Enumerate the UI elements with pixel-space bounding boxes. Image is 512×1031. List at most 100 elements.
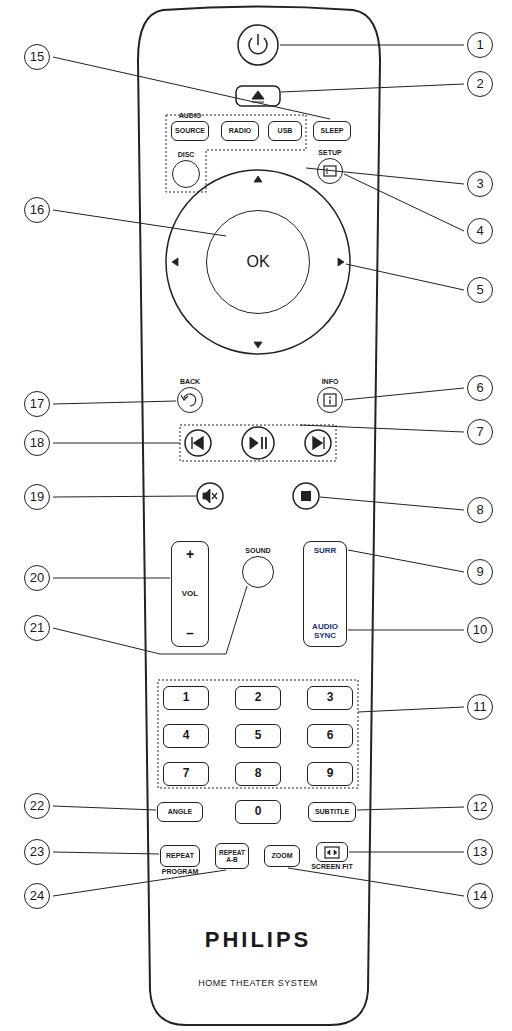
button-label: DISC (178, 151, 195, 159)
callout-circle: 17 (24, 391, 50, 417)
callout-circle: 1 (467, 32, 493, 58)
button-label: INFO (322, 378, 339, 386)
power-button (238, 25, 278, 65)
button: SCREEN FIT (316, 842, 348, 862)
button-label: 6 (327, 729, 334, 742)
leader-line (53, 57, 330, 119)
round-button: OK (206, 210, 310, 314)
next-icon (313, 437, 324, 449)
back-icon (181, 395, 188, 400)
button-label: 8 (255, 767, 262, 780)
leader-line (53, 578, 170, 579)
button: SURRAUDIO SYNC (303, 541, 347, 647)
button-label: OK (246, 253, 269, 271)
callout-number: 3 (476, 177, 483, 191)
mute-icon (203, 489, 210, 503)
callout-number: 22 (30, 799, 44, 813)
callout-number: 2 (476, 77, 483, 91)
button: 4 (163, 724, 209, 748)
prev-icon (192, 437, 203, 449)
pause-icon (262, 437, 266, 449)
button-label: SCREEN FIT (311, 863, 353, 871)
callout-number: 1 (476, 38, 483, 52)
button: AUDIOSOURCE (171, 121, 209, 141)
button-label: 2 (255, 691, 262, 704)
stop-button (293, 483, 319, 509)
button-label: RADIO (229, 127, 252, 135)
setup-icon (327, 168, 328, 174)
callout-circle: 7 (467, 419, 493, 445)
round-button: BACK (177, 387, 203, 413)
callout-number: 16 (30, 203, 44, 217)
button-label: 3 (327, 691, 334, 704)
callout-circle: 10 (467, 617, 493, 643)
callout-number: 12 (473, 800, 487, 814)
leader-line (346, 264, 464, 290)
button-label: 0 (255, 805, 262, 818)
callout-circle: 18 (24, 430, 50, 456)
leader-line (53, 586, 247, 654)
button: 6 (307, 724, 353, 748)
callout-number: 14 (473, 889, 487, 903)
button: USB (268, 121, 302, 141)
info-icon (329, 400, 330, 405)
callout-number: 6 (476, 381, 483, 395)
button-label: USB (278, 127, 293, 135)
power-icon (257, 34, 259, 45)
callout-number: 23 (30, 845, 44, 859)
callout-circle: 9 (467, 559, 493, 585)
button: +VOL– (171, 541, 209, 647)
callout-circle: 5 (467, 277, 493, 303)
screen-fit-icon (327, 850, 337, 855)
button: ANGLE (157, 802, 203, 822)
brand-name: PHILIPS (205, 928, 312, 952)
round-button: INFO (317, 387, 343, 413)
button-label: ZOOM (272, 852, 293, 860)
callout-number: 17 (30, 397, 44, 411)
leader-line (349, 852, 464, 853)
leader-line (53, 496, 196, 497)
play-pause-button (242, 427, 274, 459)
leader-line (358, 707, 464, 712)
nav-arrows (172, 176, 344, 348)
callout-circle: 12 (467, 794, 493, 820)
leader-line (53, 870, 226, 896)
button-label: 9 (327, 767, 334, 780)
button: 1 (163, 686, 209, 710)
product-name: HOME THEATER SYSTEM (198, 979, 318, 989)
callout-number: 11 (473, 700, 487, 714)
leader-line (53, 443, 180, 444)
button: SLEEP (313, 121, 351, 141)
mute-icon (212, 493, 217, 499)
callout-circle: 2 (467, 71, 493, 97)
button-label: SETUP (318, 149, 341, 157)
callout-circle: 6 (467, 375, 493, 401)
leader-line (348, 630, 464, 631)
leader-line (53, 852, 159, 854)
button-label: AUDIO (179, 112, 202, 120)
stop-icon (301, 491, 311, 501)
callout-circle: 16 (24, 197, 50, 223)
button: SUBTITLE (308, 802, 356, 822)
callout-number: 13 (473, 845, 487, 859)
button-label: 7 (183, 767, 190, 780)
button-label: BACK (180, 378, 200, 386)
callout-circle: 8 (467, 497, 493, 523)
leader-line (306, 168, 464, 184)
callout-number: 18 (30, 436, 44, 450)
remote-outline (138, 7, 380, 1026)
button-label: VOL (182, 590, 198, 599)
callout-number: 20 (30, 571, 44, 585)
callout-number: 9 (476, 565, 483, 579)
callout-number: 5 (476, 283, 483, 297)
callout-circle: 24 (24, 883, 50, 909)
callout-number: 8 (476, 503, 483, 517)
leader-line (288, 868, 464, 896)
button-label: 5 (255, 729, 262, 742)
leader-line (53, 401, 176, 404)
button-label: SURR (306, 547, 344, 556)
button: 2 (235, 686, 281, 710)
callout-number: 15 (30, 50, 44, 64)
round-button: DISC (172, 160, 200, 188)
